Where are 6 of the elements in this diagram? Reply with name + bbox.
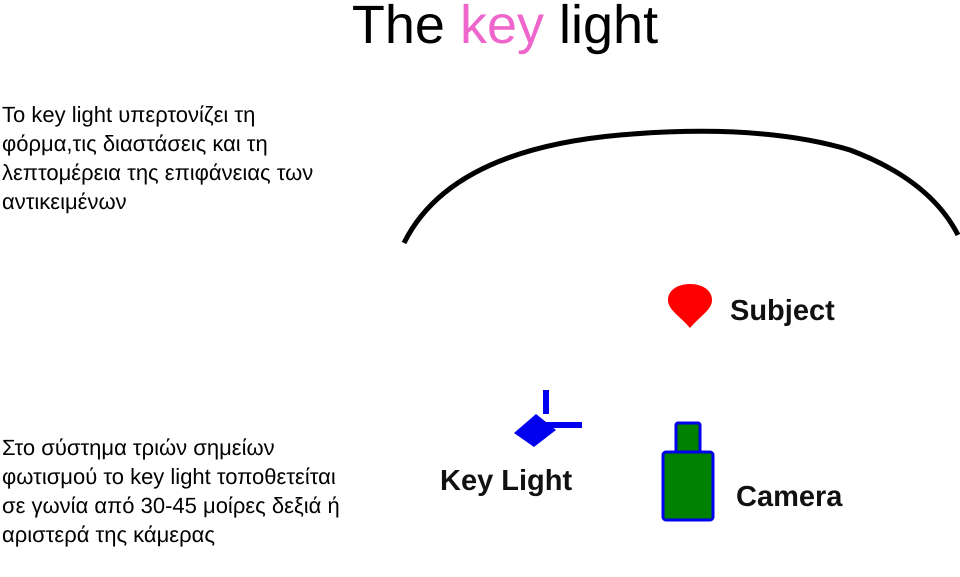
description-text: Το key light υπερτονίζει τη φόρμα,τις διαστάσεις και τη λεπτομέρεια της επιφάνειας των αντικειμένων [2, 101, 314, 216]
light-label: Key Light [440, 465, 572, 498]
camera-label: Camera [736, 481, 842, 514]
title: The key light [350, 0, 660, 56]
subject-label: Subject [730, 295, 835, 328]
description-text: Στο σύστημα τριών σημείων φωτισμού το key light τοποθετείται σε γωνία από 30-45 μοίρες δεξιά ή αριστερά της κάμερας [2, 434, 341, 549]
